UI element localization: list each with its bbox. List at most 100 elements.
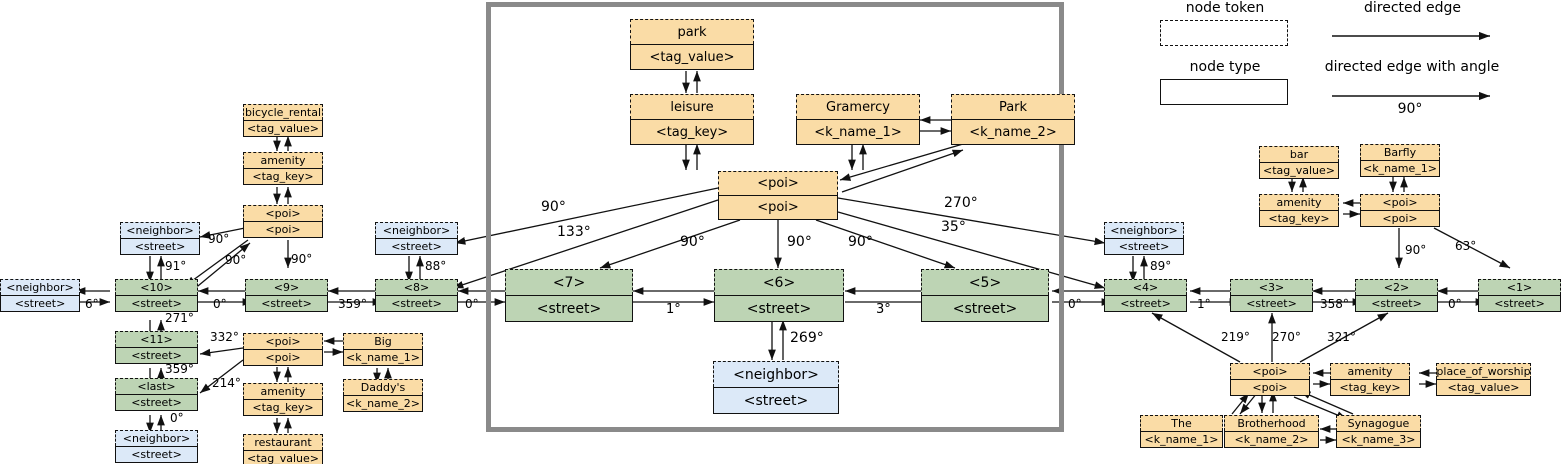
- node-token: amenity: [243, 152, 323, 168]
- edge-label-s10-s11: 271°: [165, 311, 194, 325]
- node-neighbor-street-10[interactable]: <neighbor> <street>: [120, 222, 200, 255]
- node-street-9[interactable]: <9> <street>: [245, 279, 328, 312]
- edge-label-s9-s8: 359°: [338, 297, 367, 311]
- node-street-4[interactable]: <4> <street>: [1104, 279, 1187, 312]
- edge-label-s6-nbr: 269°: [790, 330, 824, 346]
- legend-directed-edge-label: directed edge: [1364, 0, 1461, 16]
- node-neighbor-street-6[interactable]: <neighbor> <street>: [713, 361, 839, 414]
- node-restaurant-tagvalue[interactable]: restaurant <tag_value>: [243, 434, 323, 464]
- node-street-3[interactable]: <3> <street>: [1230, 279, 1313, 312]
- node-token: <3>: [1230, 279, 1313, 295]
- edge-label-poi2-s3: 270°: [1272, 330, 1301, 344]
- node-right-poi-worship[interactable]: <poi> <poi>: [1230, 363, 1310, 396]
- legend-angle-value: 90°: [1397, 101, 1423, 117]
- node-synagogue-kname3[interactable]: Synagogue <k_name_3>: [1336, 415, 1421, 448]
- edge-label-133: 133°: [557, 224, 591, 240]
- node-type: <poi>: [243, 349, 323, 366]
- node-type: <k_name_2>: [951, 119, 1075, 145]
- node-amenity-tagkey-restaurant[interactable]: amenity <tag_key>: [243, 383, 323, 416]
- node-the-kname1[interactable]: The <k_name_1>: [1140, 415, 1223, 448]
- node-neighbor-street-last[interactable]: <neighbor> <street>: [115, 430, 198, 463]
- node-street-1[interactable]: <1> <street>: [1478, 279, 1561, 312]
- legend-node-token-box: [1160, 20, 1288, 46]
- edge-label-poi-s9: 90°: [291, 252, 313, 266]
- node-token: <poi>: [1360, 194, 1440, 210]
- node-type: <street>: [713, 387, 839, 414]
- node-token: <2>: [1355, 279, 1438, 295]
- node-token: bicycle_rental: [243, 104, 323, 120]
- node-street-6[interactable]: <6> <street>: [714, 269, 844, 322]
- node-street-11[interactable]: <11> <street>: [115, 331, 198, 364]
- node-token: place_of_worship: [1436, 363, 1531, 379]
- node-token: <poi>: [1230, 363, 1310, 379]
- node-park-tagvalue[interactable]: park <tag_value>: [630, 19, 754, 70]
- node-brotherhood-kname2[interactable]: Brotherhood <k_name_2>: [1224, 415, 1319, 448]
- node-street-last[interactable]: <last> <street>: [115, 378, 198, 411]
- node-center-poi[interactable]: <poi> <poi>: [718, 171, 838, 220]
- node-bicycle-rental[interactable]: bicycle_rental <tag_value>: [243, 104, 323, 137]
- node-token: Park: [951, 94, 1075, 119]
- edge-label-s7-s6: 1°: [666, 302, 681, 317]
- edge-label-90-left: 90°: [541, 199, 566, 215]
- edge-label-poi2-s4: 219°: [1221, 330, 1250, 344]
- node-leisure-tagkey[interactable]: leisure <tag_key>: [630, 94, 754, 145]
- node-type: <street>: [1104, 295, 1187, 312]
- edge-label-last-nbr: 0°: [170, 411, 184, 425]
- node-token: Gramercy: [796, 94, 920, 119]
- node-type: <k_name_3>: [1336, 431, 1421, 448]
- edge-label-nbr8-s8: 88°: [425, 259, 447, 273]
- edge-label-90-s6: 90°: [787, 234, 812, 250]
- node-street-5[interactable]: <5> <street>: [921, 269, 1049, 322]
- node-barfly-kname1[interactable]: Barfly <k_name_1>: [1360, 144, 1440, 177]
- node-left-poi-restaurant[interactable]: <poi> <poi>: [243, 333, 323, 366]
- node-type: <street>: [115, 295, 198, 312]
- node-token: <neighbor>: [120, 222, 200, 238]
- legend-node-token-label: node token: [1185, 0, 1265, 16]
- node-left-poi-bicycle[interactable]: <poi> <poi>: [243, 205, 323, 238]
- edge-label-poi-s2: 90°: [1405, 243, 1427, 257]
- node-type: <street>: [921, 295, 1049, 322]
- node-neighbor-street-8[interactable]: <neighbor> <street>: [375, 222, 458, 255]
- edge-label-s11-last: 359°: [165, 362, 194, 376]
- node-type: <street>: [714, 295, 844, 322]
- node-token: Daddy's: [343, 379, 423, 395]
- edge-label-nbr4-s4: 89°: [1150, 259, 1172, 273]
- node-right-poi-bar[interactable]: <poi> <poi>: [1360, 194, 1440, 227]
- node-neighbor-street-4[interactable]: <neighbor> <street>: [1104, 222, 1184, 255]
- node-type: <street>: [1104, 238, 1184, 255]
- node-type: <poi>: [243, 221, 323, 238]
- node-amenity-tagkey-left[interactable]: amenity <tag_key>: [243, 152, 323, 185]
- node-neighbor-far-left[interactable]: <neighbor> <street>: [0, 279, 80, 312]
- node-token: <neighbor>: [0, 279, 80, 295]
- node-street-7[interactable]: <7> <street>: [505, 269, 633, 322]
- node-amenity-tagkey-worship[interactable]: amenity <tag_key>: [1330, 363, 1410, 396]
- node-token: Synagogue: [1336, 415, 1421, 431]
- node-street-2[interactable]: <2> <street>: [1355, 279, 1438, 312]
- node-place-of-worship[interactable]: place_of_worship <tag_value>: [1436, 363, 1531, 396]
- edge-label-poi-nbr10: 90°: [208, 232, 230, 246]
- edge-label-s5-s4: 0°: [1068, 297, 1082, 311]
- node-big-kname1[interactable]: Big <k_name_1>: [343, 333, 423, 366]
- node-type: <tag_key>: [1259, 210, 1339, 227]
- node-type: <tag_value>: [1259, 162, 1339, 179]
- node-park-kname2[interactable]: Park <k_name_2>: [951, 94, 1075, 145]
- node-gramercy-kname1[interactable]: Gramercy <k_name_1>: [796, 94, 920, 145]
- node-token: <neighbor>: [713, 361, 839, 387]
- node-type: <k_name_1>: [796, 119, 920, 145]
- node-street-10[interactable]: <10> <street>: [115, 279, 198, 312]
- node-token: Barfly: [1360, 144, 1440, 160]
- node-token: restaurant: [243, 434, 323, 450]
- node-street-8[interactable]: <8> <street>: [375, 279, 458, 312]
- node-daddys-kname2[interactable]: Daddy's <k_name_2>: [343, 379, 423, 412]
- edge-label-90-s7: 90°: [680, 234, 705, 250]
- node-type: <tag_key>: [1330, 379, 1410, 396]
- node-type: <tag_value>: [1436, 379, 1531, 396]
- node-type: <tag_value>: [630, 44, 754, 70]
- node-type: <street>: [1478, 295, 1561, 312]
- node-amenity-tagkey-bar[interactable]: amenity <tag_key>: [1259, 194, 1339, 227]
- node-bar-tagvalue[interactable]: bar <tag_value>: [1259, 146, 1339, 179]
- edge-label-35: 35°: [941, 219, 966, 235]
- node-token: The: [1140, 415, 1223, 431]
- node-token: amenity: [1330, 363, 1410, 379]
- node-token: <poi>: [243, 333, 323, 349]
